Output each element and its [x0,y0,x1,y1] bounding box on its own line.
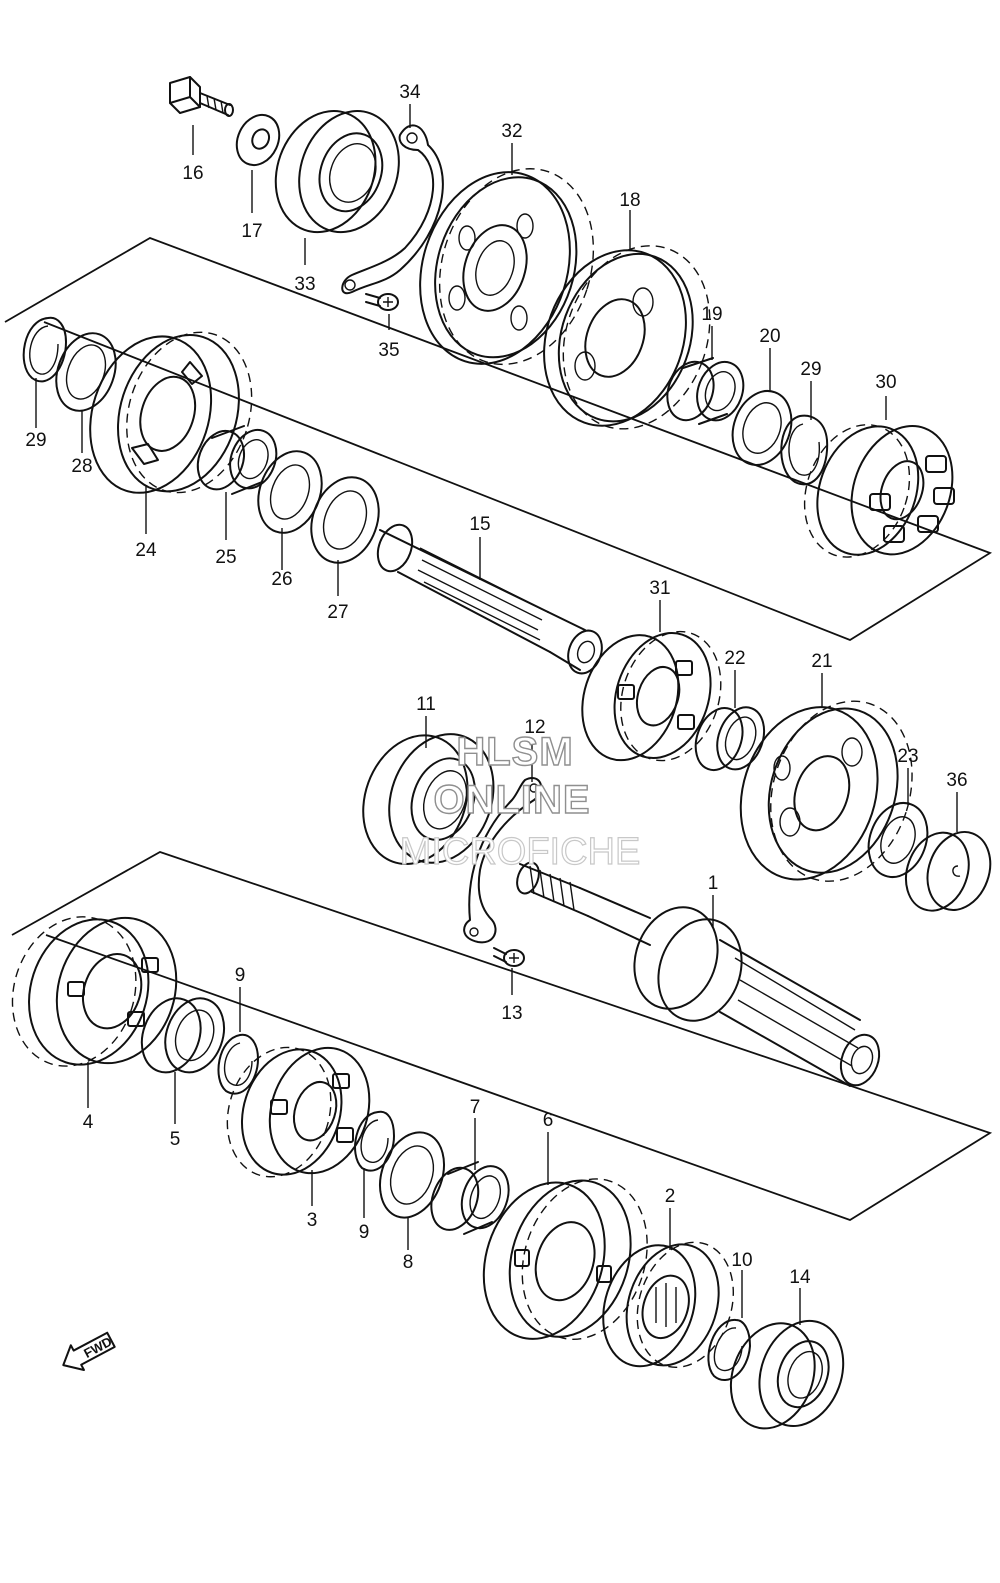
callout-34: 34 [399,82,421,103]
part-4-gear [11,916,178,1067]
part-14-bearing [729,1319,845,1430]
callout-24: 24 [135,540,157,561]
part-11-bearing [362,733,495,865]
callout-10: 10 [731,1250,752,1271]
callout-9-upper: 9 [235,965,246,986]
callout-labels: 16 17 33 34 35 32 18 19 20 29 30 29 28 2… [25,82,967,1288]
part-29-circlip-left [22,316,67,383]
callout-6: 6 [543,1110,554,1131]
part-17-washer [235,113,281,167]
callout-4: 4 [83,1112,94,1133]
callout-3: 3 [307,1210,318,1231]
part-21-gear [739,700,913,882]
part-27-washer [310,476,380,564]
fwd-arrow-icon: FWD [62,1331,116,1371]
callout-29-left: 29 [25,430,46,451]
callout-33: 33 [294,274,315,295]
callout-12: 12 [524,717,545,738]
part-29-circlip-right [780,414,829,486]
part-13-screw [493,947,525,967]
part-9-circlip-upper [217,1033,259,1095]
part-32-gear [419,168,595,366]
part-20-washer [731,390,793,466]
callout-26: 26 [271,569,292,590]
part-24-gear [89,331,253,494]
callout-36: 36 [946,770,967,791]
callout-11: 11 [416,694,436,715]
callout-31: 31 [649,578,670,599]
callout-18: 18 [619,190,640,211]
callout-2: 2 [665,1186,676,1207]
part-26-washer [257,450,323,534]
countershaft-group-frame [4,237,993,642]
callout-15: 15 [469,514,490,535]
callout-5: 5 [170,1129,181,1150]
callout-8: 8 [403,1252,414,1273]
part-2-gear [602,1241,735,1369]
callout-14: 14 [789,1267,811,1288]
callout-29-right: 29 [800,359,821,380]
callout-25: 25 [215,547,236,568]
part-25-bushing [196,425,278,495]
driveshaft-group-frame [11,851,993,1221]
callout-21: 21 [811,651,832,672]
part-15-countershaft [376,523,603,675]
callout-28: 28 [71,456,92,477]
callout-9-lower: 9 [359,1222,370,1243]
watermark-line-1: HLSM [456,730,573,774]
part-18-gear [543,245,711,430]
part-8-washer [379,1131,445,1219]
part-16-bolt [169,76,234,117]
part-22-bushing [694,706,766,772]
part-3-gear [226,1046,371,1178]
leader-lines [35,104,958,1325]
callout-32: 32 [501,121,522,142]
callout-30: 30 [875,372,896,393]
part-23-washer [867,802,929,878]
callout-27: 27 [327,602,348,623]
callout-1: 1 [708,873,719,894]
part-19-bushing [666,357,745,425]
watermark-line-3: MICROFICHE [400,831,641,873]
part-12-stopper-plate [463,777,543,944]
part-10-circlip [707,1318,751,1382]
part-7-bushing [430,1161,510,1235]
callout-13: 13 [501,1003,522,1024]
callout-20: 20 [759,326,780,347]
part-34-stopper-plate [341,124,444,295]
watermark: HLSM ONLINE MICROFICHE [399,729,641,873]
part-31-gear [581,630,722,762]
part-36-bearing [905,831,992,912]
watermark-line-2: ONLINE [433,778,590,822]
callout-17: 17 [241,221,262,242]
callout-35: 35 [378,340,399,361]
part-35-screw [365,293,399,311]
part-5-bushing [140,997,225,1074]
part-6-gear [482,1178,648,1341]
callout-19: 19 [701,304,722,325]
callout-16: 16 [182,163,203,184]
part-30-gear [803,424,955,558]
part-1-driveshaft [516,861,881,1087]
callout-23: 23 [897,746,918,767]
callout-22: 22 [724,648,745,669]
part-9-circlip-lower [354,1110,395,1172]
part-33-bearing [274,110,400,234]
callout-7: 7 [470,1097,481,1118]
